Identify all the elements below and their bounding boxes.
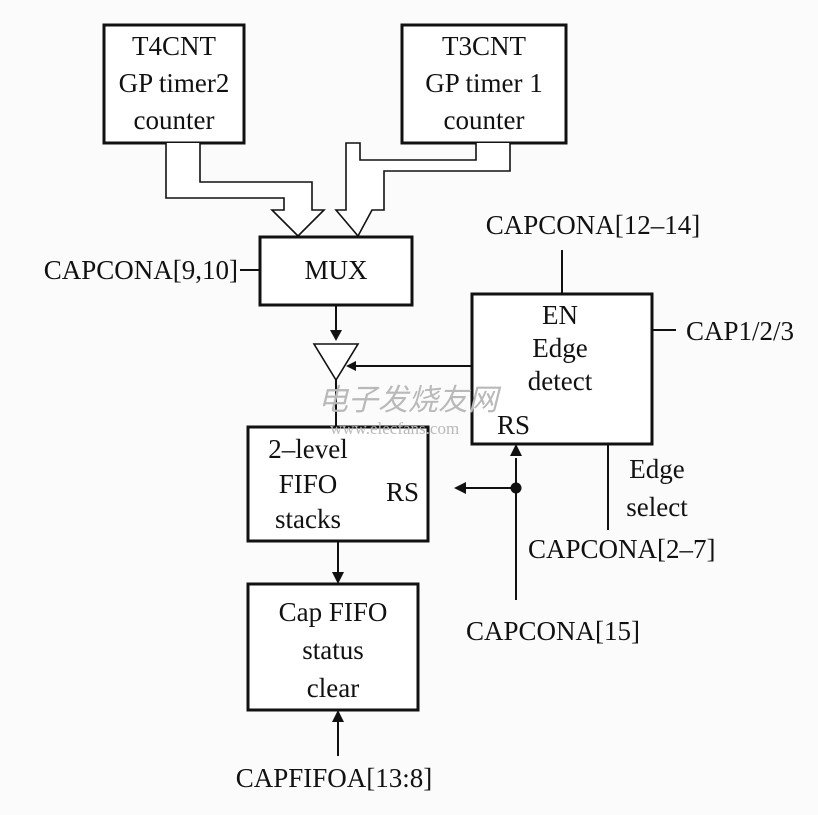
t3cnt-to-mux-bus-arrow	[334, 142, 511, 238]
mux-to-buffer-arrowhead	[330, 330, 342, 341]
edge-detect-line-2: Edge	[532, 333, 587, 363]
edge-select-label-line-1: Edge	[629, 454, 684, 484]
t4cnt-line-3: counter	[134, 105, 215, 135]
fifo-stacks-block: 2–level FIFO stacks RS	[246, 425, 430, 543]
fifo-stacks-line-3: stacks	[275, 504, 341, 534]
t4cnt-to-mux-bus-arrow	[165, 143, 326, 238]
edge-select-bits-label: CAPCONA[2–7]	[528, 534, 716, 564]
cap-fifo-status-line-3: clear	[307, 673, 359, 703]
edge-detect-block: EN Edge detect RS	[470, 292, 654, 446]
fifo-stacks-rs-label: RS	[386, 477, 419, 507]
fifo-stacks-box	[246, 425, 430, 543]
watermark-chinese: 电子发烧友网	[318, 384, 502, 417]
edge-detect-line-1: EN	[542, 300, 578, 330]
reset-to-edge-arrowhead	[510, 444, 522, 456]
t3cnt-line-2: GP timer 1	[425, 68, 543, 98]
cap-fifo-status-block: Cap FIFO status clear	[246, 582, 420, 712]
t3cnt-block: T3CNT GP timer 1 counter	[400, 23, 568, 145]
mux-select-label: CAPCONA[9,10]	[44, 255, 238, 285]
edge-detect-rs-label: RS	[497, 410, 530, 440]
cap-fifo-status-line-1: Cap FIFO	[279, 597, 388, 627]
cap-pins-label: CAP1/2/3	[686, 316, 794, 346]
edge-enable-label: CAPCONA[12–14]	[486, 210, 701, 240]
reset-to-fifo-arrowhead	[454, 482, 466, 494]
cap-fifo-status-line-2: status	[302, 635, 364, 665]
tristate-buffer	[312, 343, 360, 382]
edge-detect-line-3: detect	[528, 366, 593, 396]
mux-block: MUX	[258, 235, 414, 307]
t3cnt-line-1: T3CNT	[442, 31, 527, 61]
t4cnt-line-2: GP timer2	[119, 68, 230, 98]
reset-label: CAPCONA[15]	[466, 616, 640, 646]
mux-label: MUX	[304, 255, 368, 285]
watermark-url: www.elecfans.com	[330, 419, 459, 438]
fifo-stacks-line-1: 2–level	[268, 434, 347, 464]
t4cnt-line-1: T4CNT	[132, 31, 217, 61]
fifo-stacks-line-2: FIFO	[279, 469, 338, 499]
fifo-status-input-arrowhead	[332, 710, 344, 722]
reset-junction-dot	[510, 482, 522, 494]
t3cnt-box	[400, 23, 568, 145]
edge-select-label-line-2: select	[626, 492, 688, 522]
t4cnt-box	[102, 23, 246, 145]
fifo-status-label: CAPFIFOA[13:8]	[236, 763, 433, 793]
cap-fifo-status-box	[246, 582, 420, 712]
edge-to-buffer-arrowhead	[346, 361, 356, 371]
t3cnt-line-3: counter	[444, 105, 525, 135]
t4cnt-block: T4CNT GP timer2 counter	[102, 23, 246, 145]
fifo-to-status-arrowhead	[332, 572, 344, 584]
